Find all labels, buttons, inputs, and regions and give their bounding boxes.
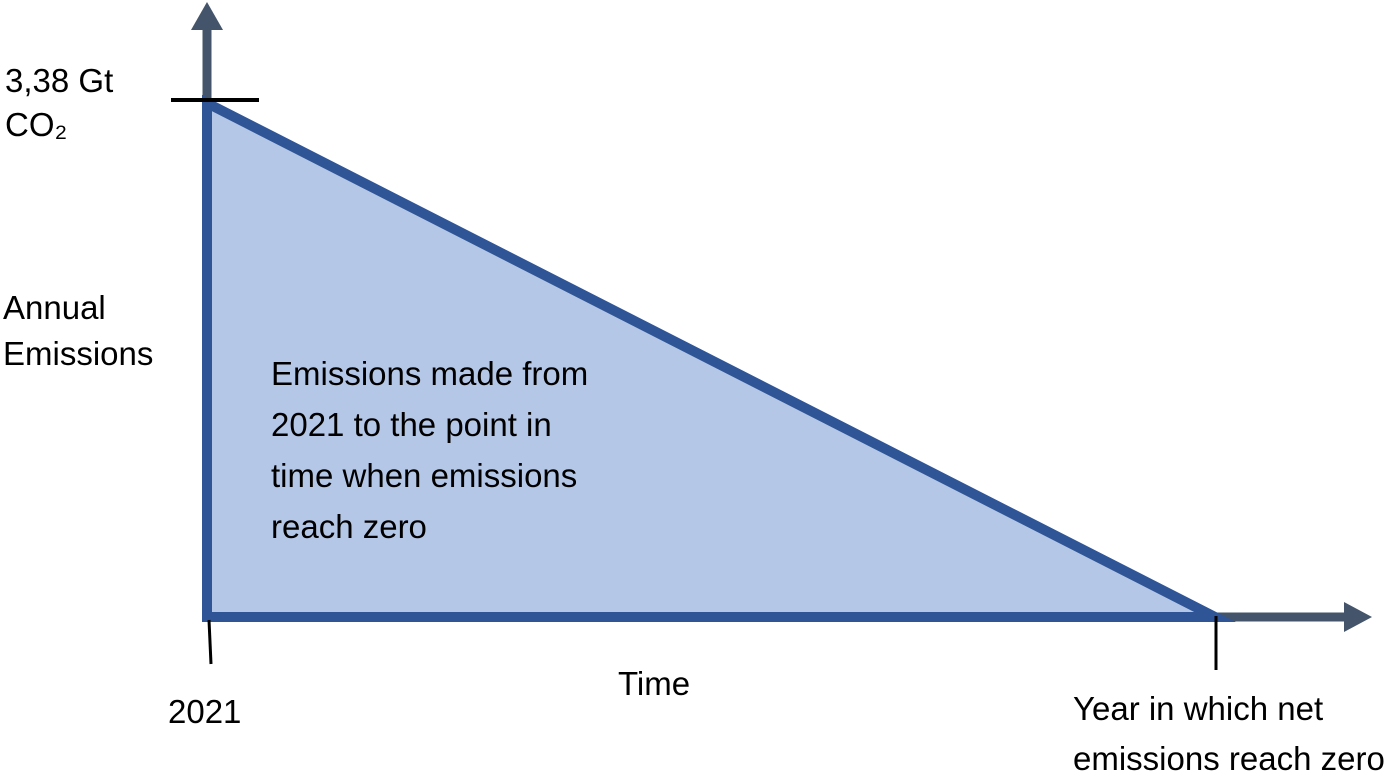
y-axis-tick-value-label: 3,38 Gt CO₂ — [5, 62, 114, 143]
x-axis-end-tick-label: Year in which net emissions reach zero — [1073, 690, 1385, 776]
emissions-triangle-area — [202, 94, 1236, 622]
triangle-annotation: Emissions made from 2021 to the point in… — [271, 355, 589, 545]
x-axis-arrowhead-icon — [1344, 602, 1372, 632]
x-axis-title: Time — [618, 665, 691, 702]
y-axis-title: Annual Emissions — [3, 289, 154, 372]
x-axis-tick-2021 — [207, 619, 213, 665]
y-axis-arrowhead-icon — [191, 2, 223, 30]
x-axis-start-tick-label: 2021 — [168, 693, 242, 730]
